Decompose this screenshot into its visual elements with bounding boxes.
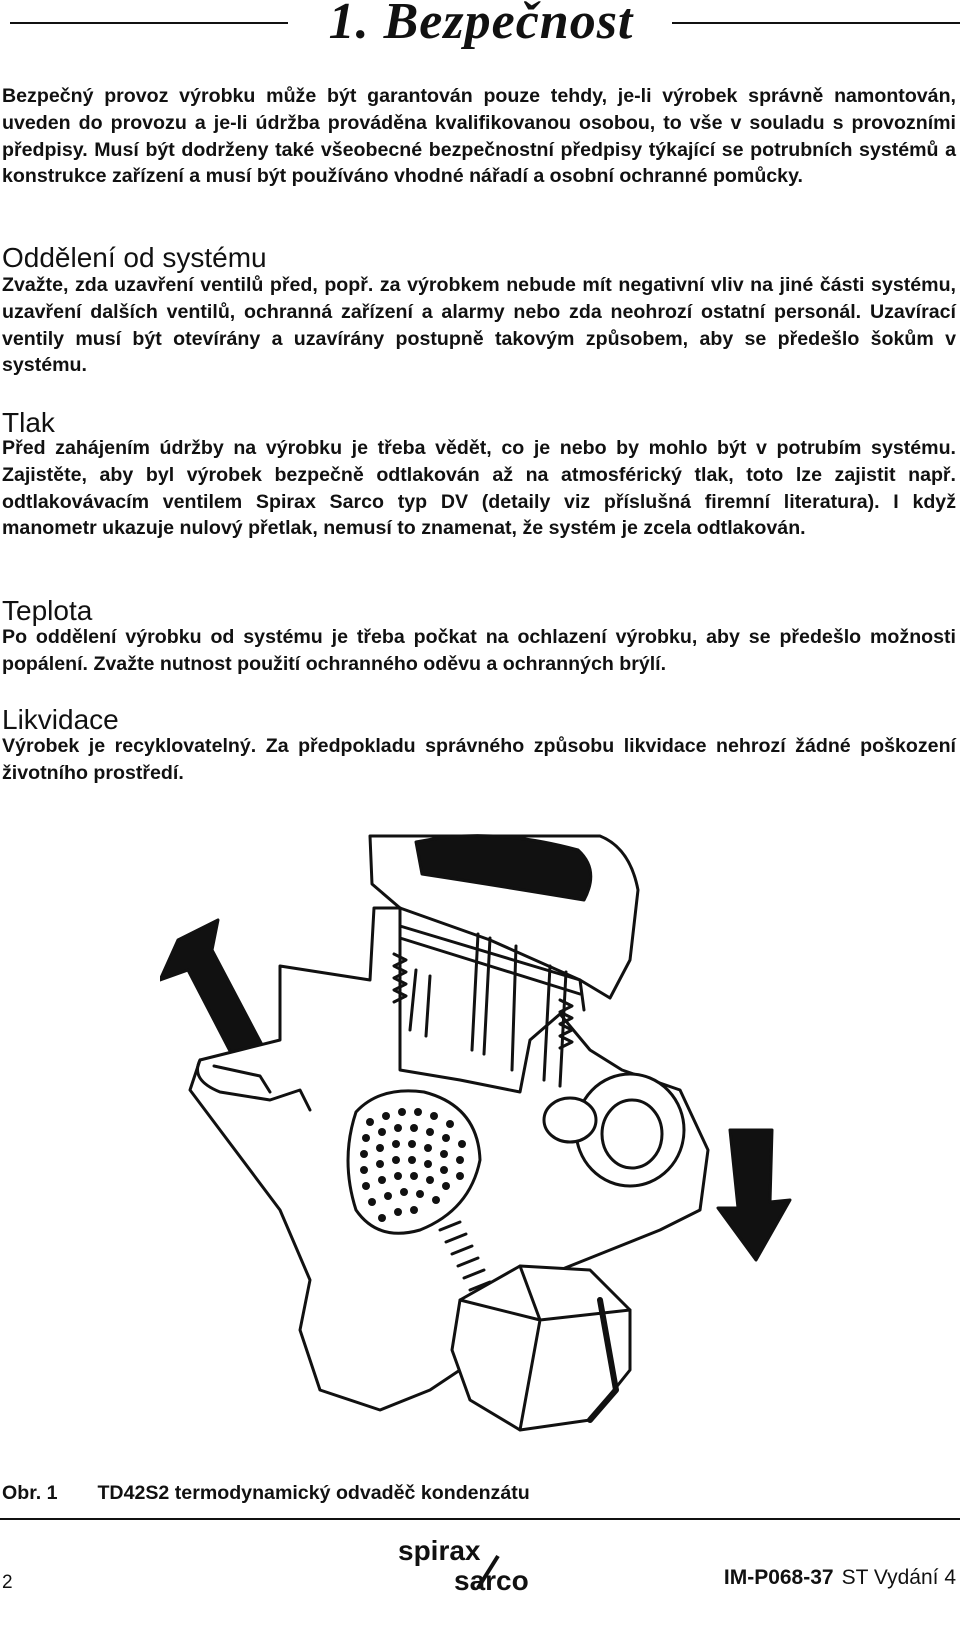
intro-paragraph: Bezpečný provoz výrobku může být garanto… (2, 85, 956, 188)
section-heading-disposal: Likvidace (2, 704, 119, 735)
section-text-temperature: Po oddělení výrobku od systému je třeba … (2, 626, 956, 675)
section-text-pressure: Před zahájením údržby na výrobku je třeb… (2, 437, 956, 540)
steam-trap-cutaway-illustration (160, 834, 792, 1432)
document-edition: ST Vydání 4 (841, 1566, 956, 1589)
document-code: IM-P068-37 (723, 1566, 834, 1589)
logo-word-top: spirax (398, 1535, 481, 1566)
page-title: 1. Bezpečnost (328, 0, 634, 50)
footer-rule (0, 1518, 960, 1520)
page-number: 2 (2, 1572, 13, 1593)
spirax-sarco-logo: spirax sarco (398, 1535, 529, 1596)
outlet-flow-arrow (716, 1128, 792, 1262)
figure-caption-text: TD42S2 termodynamický odvaděč kondenzátu (97, 1482, 530, 1504)
figure-label: Obr. 1 (2, 1482, 58, 1504)
section-text-isolation: Zvažte, zda uzavření ventilů před, popř.… (2, 274, 956, 377)
page-title-row: 1. Bezpečnost (0, 0, 960, 50)
figure-caption: Obr. 1 TD42S2 termodynamický odvaděč kon… (2, 1482, 530, 1505)
section-heading-pressure: Tlak (2, 407, 55, 438)
section-heading-temperature: Teplota (2, 595, 93, 626)
title-rule-right (672, 22, 960, 24)
section-heading-isolation: Oddělení od systému (2, 242, 267, 273)
document-reference: IM-P068-37 ST Vydání 4 (724, 1566, 956, 1590)
title-rule-left (10, 22, 288, 24)
section-text-disposal: Výrobek je recyklovatelný. Za předpoklad… (2, 735, 956, 784)
logo-word-bottom: sarco (454, 1565, 529, 1596)
